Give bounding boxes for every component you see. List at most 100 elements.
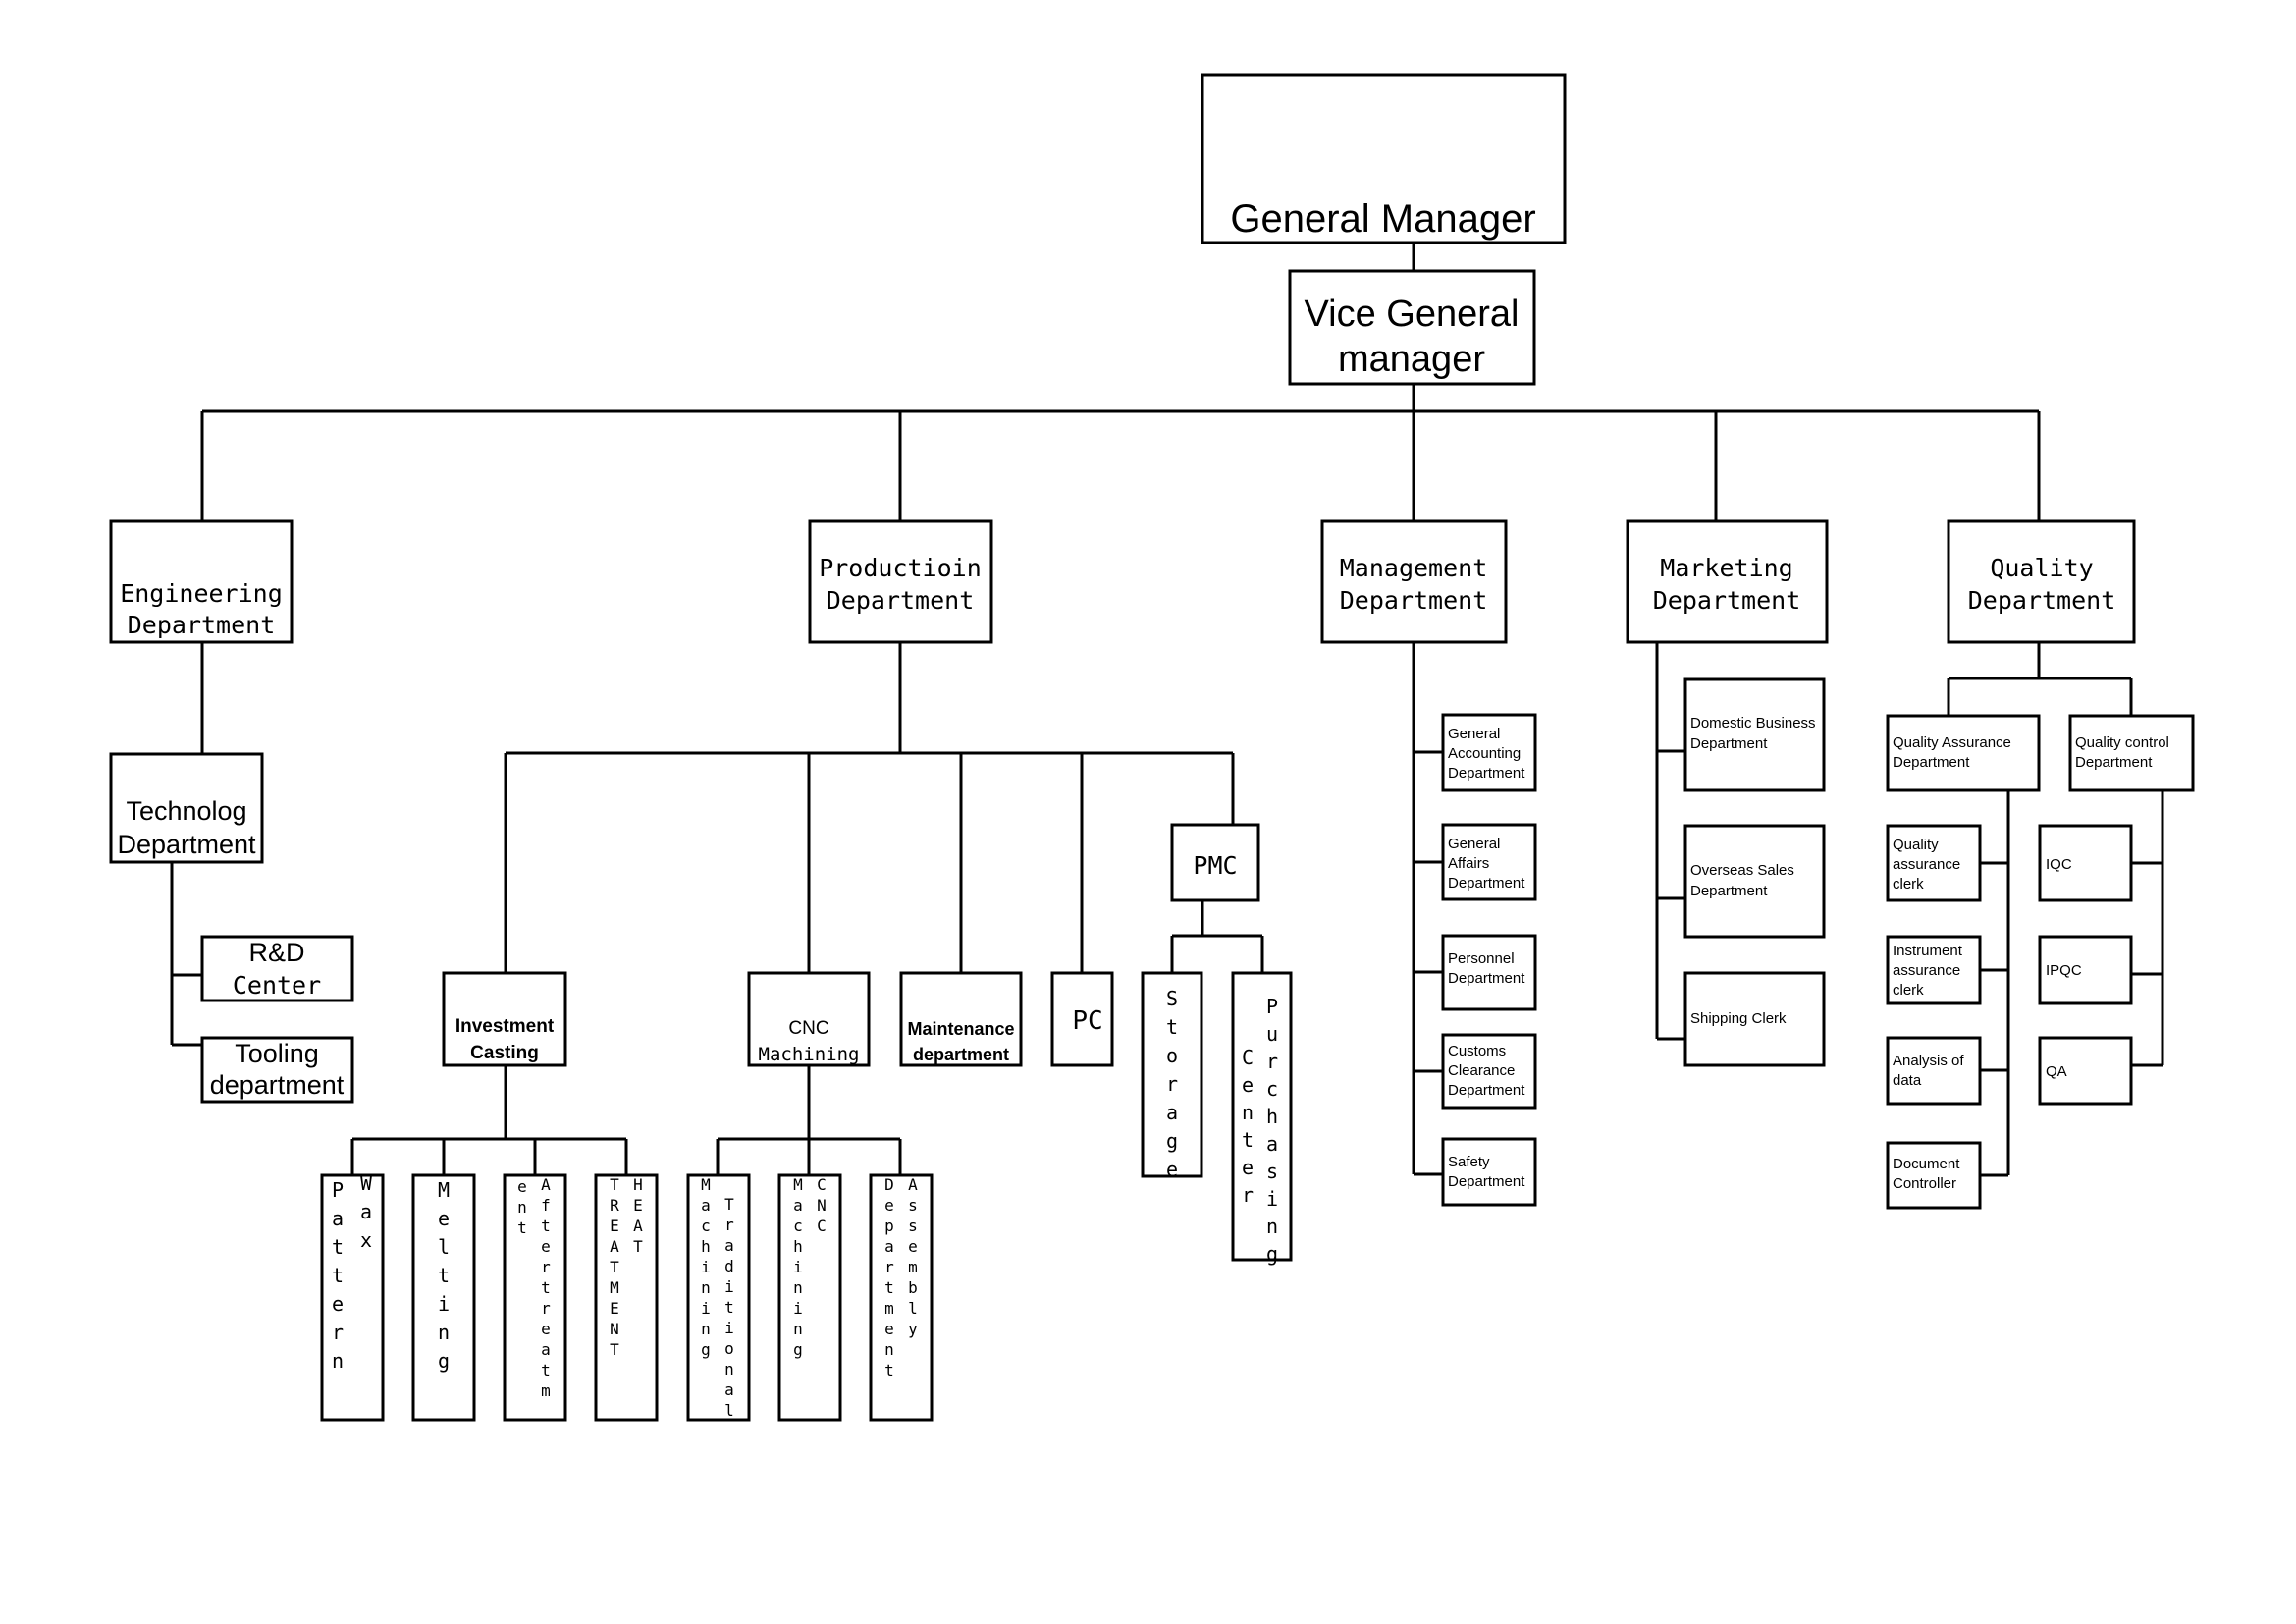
general-affairs-box: General Affairs Department bbox=[1441, 823, 1537, 901]
document-controller-box: Document Controller bbox=[1886, 1141, 1982, 1210]
maintenance-label-line1: Maintenance bbox=[907, 1019, 1014, 1039]
analysis-of-data-box: Analysis of data bbox=[1886, 1036, 1982, 1106]
qc-department-label-line2: Department bbox=[2075, 754, 2153, 771]
technology-label-line2: Department bbox=[117, 830, 256, 859]
overseas-sales-label-line2: Department bbox=[1690, 883, 1768, 899]
qa-clerk-label-line2: assurance bbox=[1893, 856, 1960, 873]
quality-label-line2: Department bbox=[1968, 586, 2116, 615]
engineering-department-box: Engineering Department bbox=[109, 519, 294, 644]
customs-label-line3: Department bbox=[1448, 1082, 1525, 1099]
domestic-business-box: Domestic Business Department bbox=[1683, 677, 1826, 792]
general-affairs-label-line3: Department bbox=[1448, 875, 1525, 892]
customs-clearance-box: Customs Clearance Department bbox=[1441, 1033, 1537, 1110]
shipping-clerk-box: Shipping Clerk bbox=[1683, 971, 1826, 1067]
general-accounting-box: General Accounting Department bbox=[1441, 713, 1537, 792]
connector-lines bbox=[170, 243, 2164, 1177]
pmc-label: PMC bbox=[1193, 851, 1237, 880]
production-department-box: Productioin Department bbox=[808, 519, 993, 644]
quality-label-line1: Quality bbox=[1990, 554, 2093, 582]
maintenance-department-box: Maintenance department bbox=[899, 971, 1023, 1067]
technology-label-line1: Technolog bbox=[126, 796, 246, 826]
domestic-business-label-line2: Department bbox=[1690, 735, 1768, 752]
qa-clerk-label-line1: Quality bbox=[1893, 837, 1939, 853]
pmc-box: PMC bbox=[1170, 823, 1260, 902]
vice-general-manager-box: Vice General manager bbox=[1288, 269, 1536, 386]
personnel-department-box: Personnel Department bbox=[1441, 934, 1537, 1011]
rd-center-label-line2: Center bbox=[233, 971, 321, 1000]
maintenance-label-line2: department bbox=[913, 1045, 1009, 1064]
instrument-assurance-clerk-box: Instrument assurance clerk bbox=[1886, 935, 1982, 1005]
cnc-machining-label-line2: Machining bbox=[759, 1044, 860, 1065]
quality-assurance-clerk-box: Quality assurance clerk bbox=[1886, 824, 1982, 902]
iqc-box: IQC bbox=[2038, 824, 2133, 902]
marketing-department-box: Marketing Department bbox=[1626, 519, 1829, 644]
qa-department-label-line1: Quality Assurance bbox=[1893, 734, 2011, 751]
document-controller-label-line1: Document bbox=[1893, 1156, 1960, 1172]
overseas-sales-box: Overseas Sales Department bbox=[1683, 824, 1826, 939]
production-label-line1: Productioin bbox=[819, 554, 982, 582]
qa-department-label-line2: Department bbox=[1893, 754, 1970, 771]
general-affairs-label-line1: General bbox=[1448, 836, 1500, 852]
management-department-box: Management Department bbox=[1320, 519, 1508, 644]
general-manager-box: General Manager bbox=[1201, 73, 1567, 244]
pc-box: PC bbox=[1050, 971, 1114, 1067]
shipping-clerk-label: Shipping Clerk bbox=[1690, 1010, 1787, 1027]
quality-assurance-department-box: Quality Assurance Department bbox=[1886, 714, 2041, 792]
safety-label-line1: Safety bbox=[1448, 1154, 1490, 1170]
qa-label: QA bbox=[2046, 1063, 2067, 1080]
instrument-clerk-label-line3: clerk bbox=[1893, 982, 1924, 999]
tooling-label-line1: Tooling bbox=[235, 1039, 319, 1068]
qa-clerk-label-line3: clerk bbox=[1893, 876, 1924, 893]
general-accounting-label-line2: Accounting bbox=[1448, 745, 1521, 762]
analysis-label-line1: Analysis of bbox=[1893, 1053, 1964, 1069]
cnc-machining-label-line1: CNC bbox=[788, 1018, 828, 1039]
domestic-business-label-line1: Domestic Business bbox=[1690, 715, 1816, 731]
quality-department-box: Quality Department bbox=[1947, 519, 2136, 644]
vice-general-manager-label-line1: Vice General bbox=[1305, 294, 1520, 335]
customs-label-line1: Customs bbox=[1448, 1043, 1506, 1059]
production-label-line2: Department bbox=[827, 586, 975, 615]
management-label-line2: Department bbox=[1340, 586, 1488, 615]
general-accounting-label-line3: Department bbox=[1448, 765, 1525, 782]
rd-center-label-line1: R&D bbox=[248, 938, 304, 967]
technology-department-box: Technolog Department bbox=[109, 752, 264, 864]
engineering-label-line1: Engineering bbox=[120, 579, 283, 608]
investment-casting-box: Investment Casting bbox=[442, 971, 567, 1067]
cnc-machining-box: CNC Machining bbox=[747, 971, 871, 1067]
engineering-label-line2: Department bbox=[128, 611, 276, 639]
iqc-label: IQC bbox=[2046, 856, 2072, 873]
qc-department-label-line1: Quality control bbox=[2075, 734, 2169, 751]
marketing-label-line2: Department bbox=[1653, 586, 1801, 615]
pc-label: PC bbox=[1072, 1006, 1102, 1036]
investment-casting-label-line1: Investment bbox=[455, 1016, 555, 1037]
instrument-clerk-label-line2: assurance bbox=[1893, 962, 1960, 979]
ipqc-label: IPQC bbox=[2046, 962, 2082, 979]
instrument-clerk-label-line1: Instrument bbox=[1893, 943, 1963, 959]
analysis-label-line2: data bbox=[1893, 1072, 1922, 1089]
general-affairs-label-line2: Affairs bbox=[1448, 855, 1489, 872]
marketing-label-line1: Marketing bbox=[1660, 554, 1792, 582]
